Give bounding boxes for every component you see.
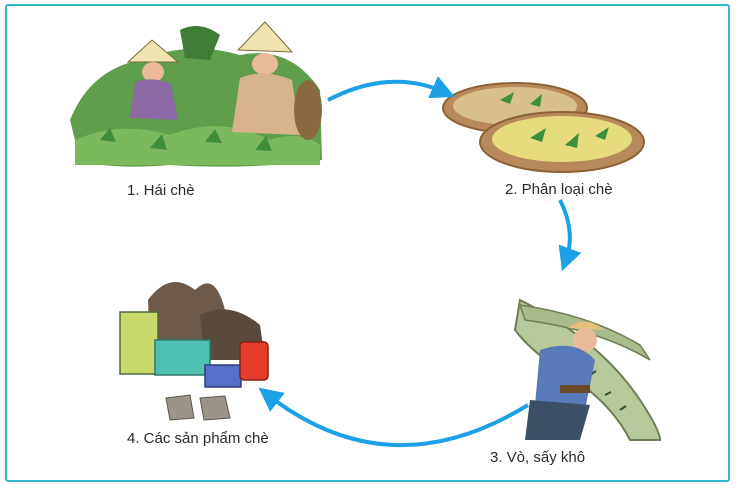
tea-sorting-baskets-illustration <box>442 82 645 173</box>
tea-picking-illustration <box>70 21 322 167</box>
arrow-3-to-4 <box>258 387 530 447</box>
step-4-label: 4. Các sản phẩm chè <box>127 430 269 447</box>
arrow-1-to-2 <box>327 76 455 102</box>
step-1-label: 1. Hái chè <box>127 182 195 199</box>
tea-rolling-drying-illustration <box>513 298 662 441</box>
step-3-label: 3. Vò, sấy khô <box>490 449 586 466</box>
arrow-2-to-3 <box>558 199 582 272</box>
step-2-label: 2. Phân loại chè <box>505 181 613 198</box>
tea-products-illustration <box>119 282 269 421</box>
